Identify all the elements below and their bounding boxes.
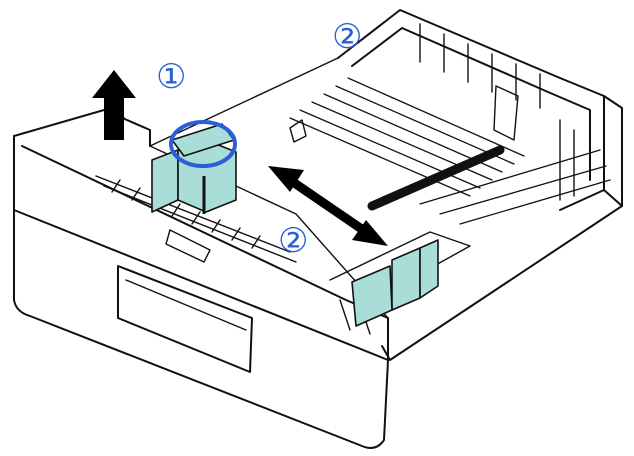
highlight-ellipse bbox=[169, 120, 237, 168]
tray-floor bbox=[149, 57, 339, 147]
left-paper-guide bbox=[151, 123, 237, 213]
tray-back-inner bbox=[351, 27, 591, 181]
double-arrow-icon bbox=[268, 166, 388, 246]
tray-back-wall bbox=[337, 9, 605, 211]
right-paper-guide bbox=[351, 239, 439, 327]
up-arrow-icon bbox=[92, 70, 136, 140]
tray-front-face bbox=[13, 135, 389, 449]
tray-left-wall bbox=[13, 109, 151, 147]
callout-step-1: ① bbox=[156, 57, 187, 97]
guide-rail bbox=[367, 145, 505, 211]
tray-handle bbox=[117, 265, 253, 373]
floor-ribs bbox=[289, 77, 611, 225]
callout-step-2-bottom: ② bbox=[278, 221, 309, 261]
callout-step-2-top: ② bbox=[332, 17, 363, 57]
